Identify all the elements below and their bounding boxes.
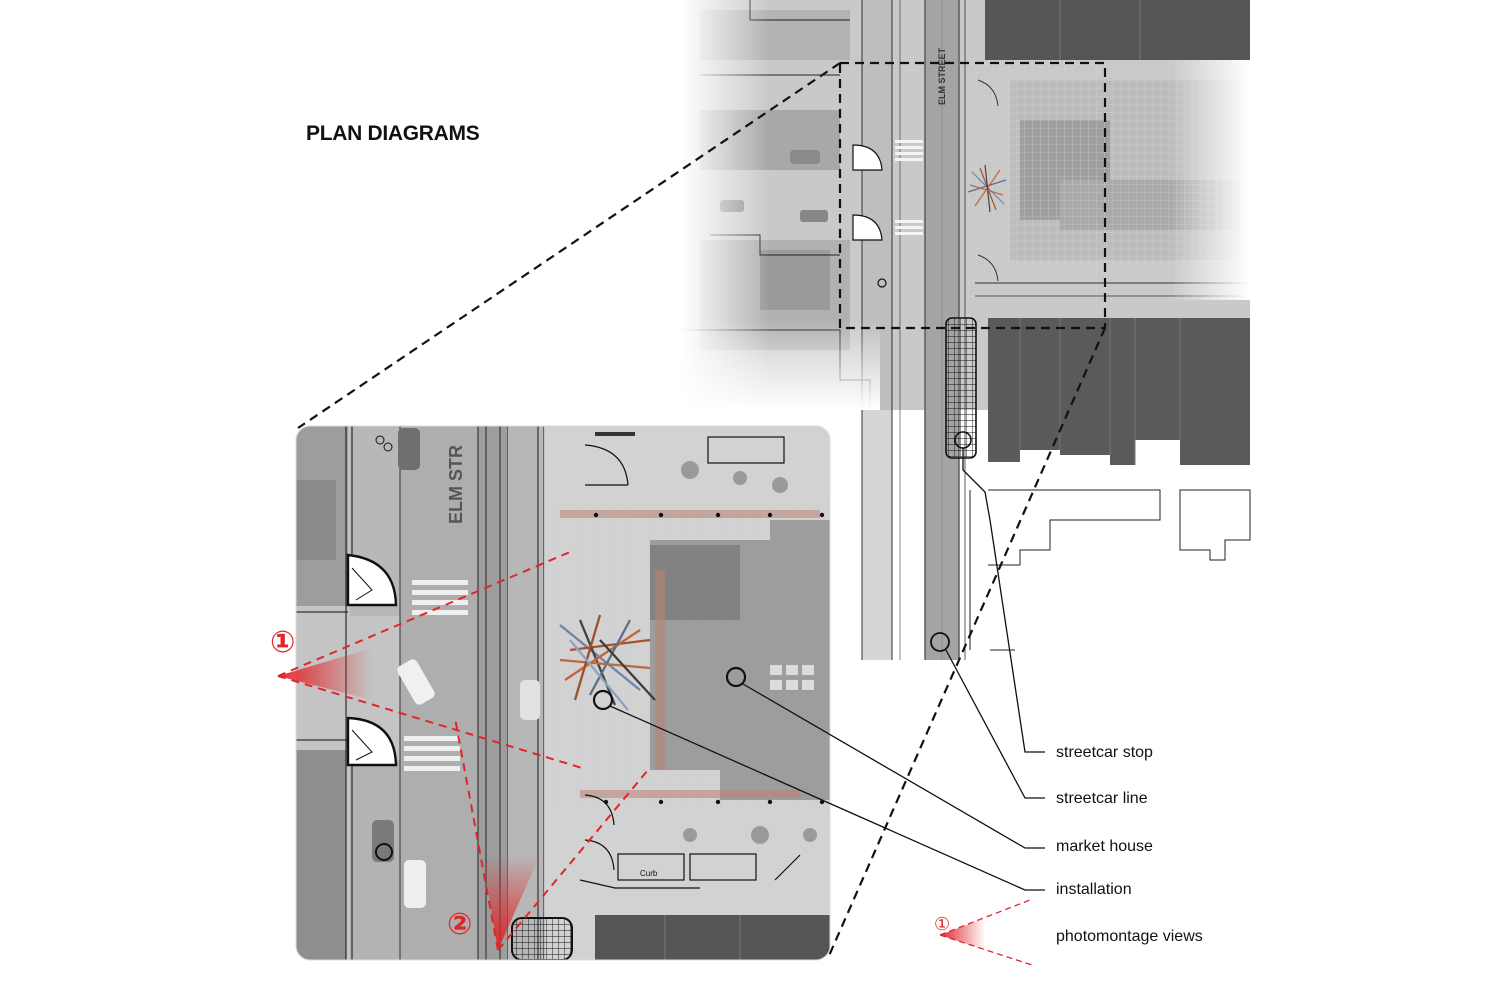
curb-bulbouts: [346, 553, 398, 767]
photomontage-legend-symbol: ①: [934, 899, 1033, 966]
page-title: PLAN DIAGRAMS: [306, 122, 480, 145]
overview-crosswalks: [895, 140, 923, 235]
market-house-marker: [725, 666, 747, 688]
legend-installation: installation: [1056, 881, 1132, 898]
bench-icon: [617, 436, 785, 881]
overview-building-north: [985, 0, 1250, 60]
installation-marker: [592, 689, 614, 711]
detail-installation: [559, 614, 656, 711]
legend-leader-lines: [609, 448, 1045, 891]
detail-crosswalks: [404, 580, 468, 771]
detail-map: Curb ELM STR: [296, 426, 830, 960]
overview-fade-bottom: [680, 320, 880, 410]
overview-building-south: [988, 318, 1250, 465]
tree-icon: [681, 461, 817, 844]
overview-fade-right: [1170, 60, 1250, 300]
view-marker-1: ①: [270, 626, 295, 659]
legend-streetcar-stop: streetcar stop: [1056, 744, 1153, 761]
overview-installation: [967, 164, 1007, 213]
leader-installation: [609, 705, 1045, 891]
detail-building-south: [595, 915, 830, 960]
leader-streetcar-line: [945, 649, 1045, 799]
overview-streetcar-stop: [945, 317, 977, 459]
zoom-area-box: [838, 61, 1107, 330]
overview-street-label: ELM STREET: [937, 47, 947, 105]
leader-streetcar-stop: [962, 448, 1045, 753]
overview-line-marker: [930, 632, 950, 652]
legend-streetcar-line: streetcar line: [1056, 790, 1148, 807]
svg-text:①: ①: [934, 914, 950, 934]
view-cone-1: [277, 551, 583, 769]
detail-streetcar-stop: [511, 917, 573, 960]
view-cone-2: [454, 717, 649, 951]
curb-label: Curb: [640, 869, 658, 878]
detail-street-label: ELM STR: [446, 445, 466, 524]
legend-photomontage-views: photomontage views: [1056, 928, 1203, 945]
legend-market-house: market house: [1056, 838, 1153, 855]
zoom-projection-lines: [297, 62, 1107, 959]
leader-market-house: [742, 683, 1045, 849]
view-marker-2: ②: [447, 908, 472, 941]
car-icon: [372, 428, 540, 908]
